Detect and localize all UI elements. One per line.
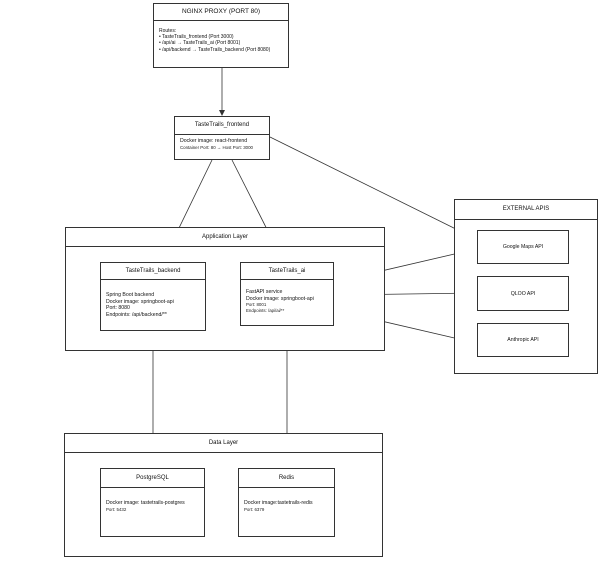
nginx-proxy-title: NGINX PROXY (PORT 80) [154,4,288,21]
postgres-image: Docker image: tastetrails-postgres [106,500,185,506]
edge-frontend-to-google-maps [269,136,477,240]
postgres-node: PostgreSQL Docker image: tastetrails-pos… [100,468,205,537]
backend-image: Docker image: springboot-api [106,298,174,305]
ai-node: TasteTrails_ai FastAPI service Docker im… [240,262,334,326]
backend-desc: Spring Boot backend [106,292,155,298]
frontend-image: Docker image: react-frontend [180,138,248,144]
nginx-proxy-node: NGINX PROXY (PORT 80) Routes: • TasteTra… [153,3,289,68]
frontend-ports: Container Port: 80 → Host Port: 3000 [180,144,253,150]
frontend-title: TasteTrails_frontend [175,117,269,135]
nginx-routes: Routes: • TasteTrails_frontend (Port 300… [159,28,285,53]
backend-port: Port: 8080 [106,305,130,312]
ai-port: Port: 8001 [246,302,267,308]
ai-image: Docker image: springboot-api [246,295,314,302]
application-layer-title: Application Layer [66,228,384,247]
ai-desc: FastAPI service [246,289,283,295]
redis-port: Port: 6379 [244,506,265,512]
ai-endpoints: Endpoints: /api/ai/** [246,307,285,313]
backend-node: TasteTrails_backend Spring Boot backend … [100,262,206,331]
qloo-api-node: QLOO API [477,276,569,311]
route-item: • /api/backend → TasteTrails_backend (Po… [159,46,271,53]
route-item: • /api/ai → TasteTrails_ai (Port 8001) [159,40,241,47]
redis-node: Redis Docker image:tastetrails-redis Por… [238,468,335,537]
routes-label: Routes: [159,28,177,34]
ai-title: TasteTrails_ai [241,263,333,280]
external-apis-title: EXTERNAL APIS [455,200,597,220]
postgres-title: PostgreSQL [101,469,204,488]
google-maps-api-node: Google Maps API [477,230,569,264]
backend-endpoints: Endpoints: /api/backend/** [106,311,167,318]
postgres-port: Port: 5432 [106,506,127,512]
backend-title: TasteTrails_backend [101,263,205,280]
route-item: • TasteTrails_frontend (Port 3000) [159,34,234,41]
anthropic-api-node: Anthropic API [477,323,569,357]
frontend-node: TasteTrails_frontend Docker image: react… [174,116,270,160]
data-layer-title: Data Layer [65,434,382,453]
redis-title: Redis [239,469,334,488]
redis-image: Docker image:tastetrails-redis [244,500,313,506]
